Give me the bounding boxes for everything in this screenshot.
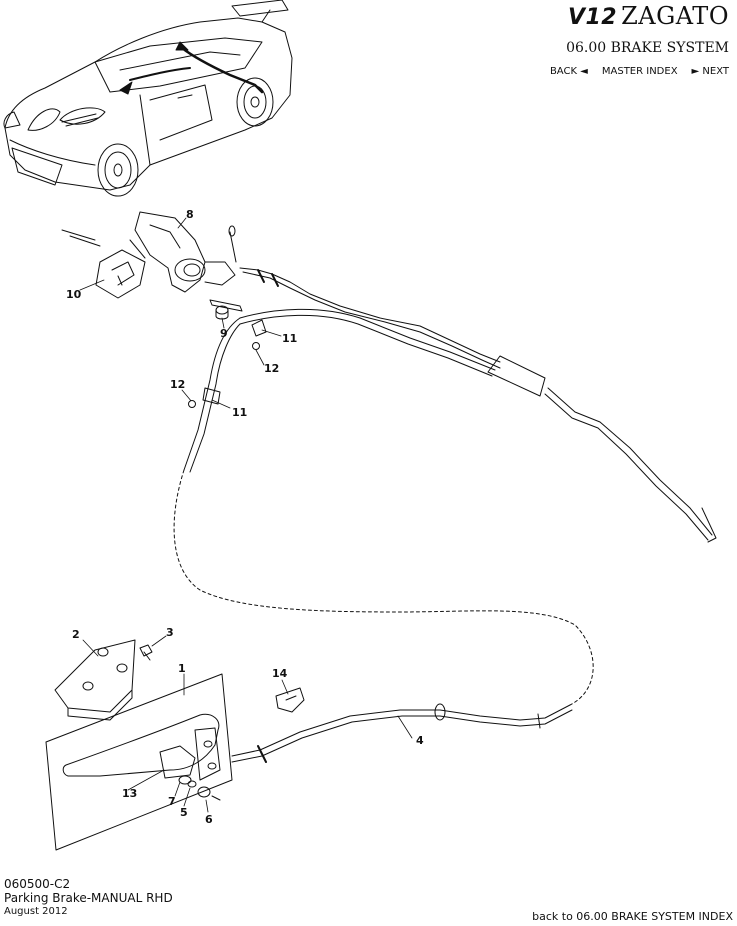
back-to-index-link[interactable]: back to 06.00 BRAKE SYSTEM INDEX xyxy=(532,910,733,923)
callout-12-left: 12 xyxy=(170,378,185,391)
callout-11-upper: 11 xyxy=(282,332,297,345)
cable-route-dashed xyxy=(173,469,594,706)
callout-14: 14 xyxy=(272,667,288,680)
back-link[interactable]: BACK ◄ xyxy=(549,66,588,77)
master-index-link[interactable]: MASTER INDEX xyxy=(601,66,678,77)
brand-prefix: V12 xyxy=(567,5,618,30)
callout-10: 10 xyxy=(66,288,82,301)
handbrake-lever-1 xyxy=(45,673,233,851)
callout-6: 6 xyxy=(205,813,213,826)
brand-name: ZAGATO xyxy=(621,2,729,30)
next-link[interactable]: ► NEXT xyxy=(691,66,729,77)
upper-brake-cable xyxy=(183,267,717,543)
callout-5: 5 xyxy=(180,806,188,819)
callout-11-lower: 11 xyxy=(232,406,247,419)
callout-12-right: 12 xyxy=(264,362,279,375)
diagram-date: August 2012 xyxy=(4,906,68,917)
callout-8: 8 xyxy=(186,208,194,221)
brake-bracket-upper xyxy=(61,211,243,312)
callout-4: 4 xyxy=(416,734,424,747)
bracket-plate-10 xyxy=(95,249,146,299)
lower-brake-cable-4 xyxy=(231,703,573,763)
small-fixings-5-6-7 xyxy=(178,775,221,801)
diagram-title: Parking Brake-MANUAL RHD xyxy=(4,891,173,905)
callout-7: 7 xyxy=(168,795,176,808)
callout-13: 13 xyxy=(122,787,137,800)
callout-2: 2 xyxy=(72,628,80,641)
callout-1: 1 xyxy=(178,662,186,675)
clip-14 xyxy=(275,687,305,713)
callout-9: 9 xyxy=(220,327,228,340)
callout-3: 3 xyxy=(166,626,174,639)
section-title: 06.00 BRAKE SYSTEM xyxy=(566,40,729,56)
footer-info: 060500-C2 Parking Brake-MANUAL RHD Augus… xyxy=(4,877,173,919)
bolt-3 xyxy=(139,644,153,661)
diagram-code: 060500-C2 xyxy=(4,877,71,891)
leader-lines xyxy=(79,217,413,813)
nav-bar: BACK ◄ MASTER INDEX ► NEXT xyxy=(550,66,729,77)
car-illustration xyxy=(3,0,293,197)
mounting-bracket-2 xyxy=(54,639,136,721)
